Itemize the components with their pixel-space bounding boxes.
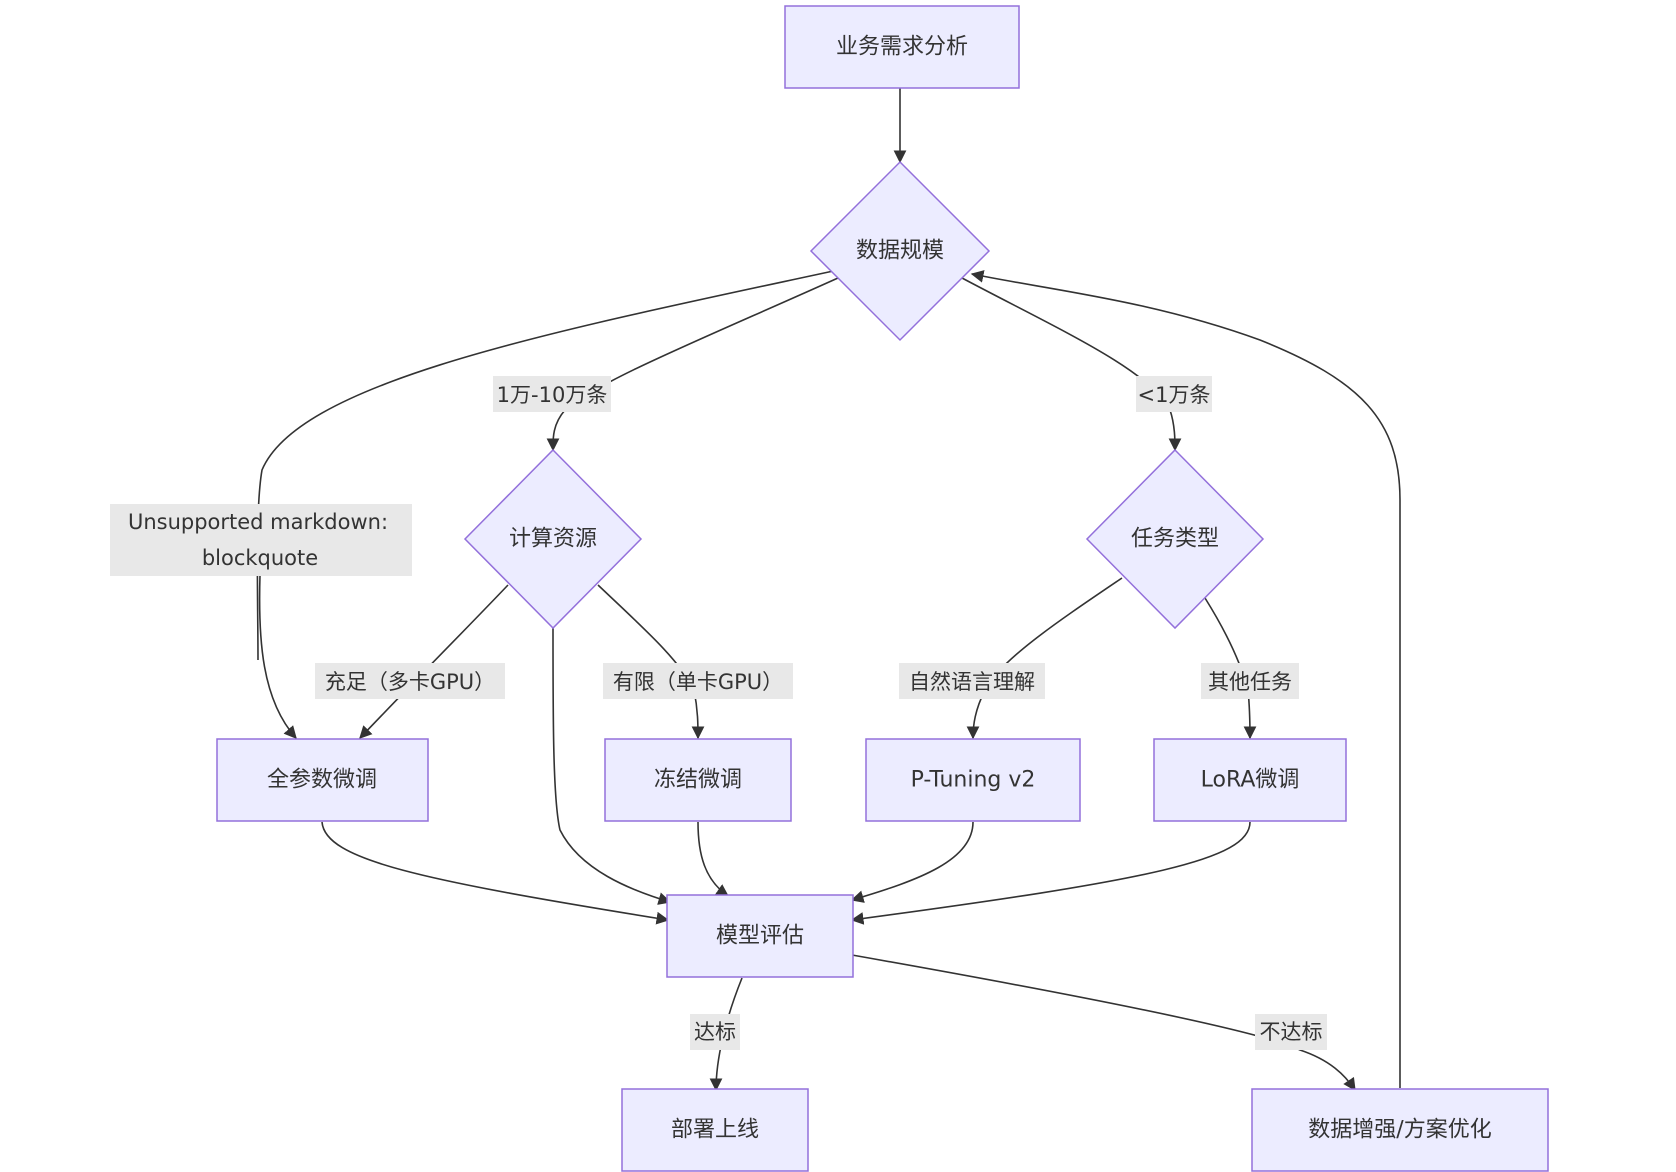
node-unsupported-line1: Unsupported markdown: (128, 510, 388, 534)
node-evaluate: 模型评估 (666, 894, 854, 978)
edge-evaluate-to-augment (851, 954, 1356, 1092)
node-lora: LoRA微调 (1153, 738, 1347, 822)
edge-label-mid-scale: 1万-10万条 (493, 376, 611, 412)
node-full-finetune-label: 全参数微调 (267, 768, 377, 793)
edge-scale-to-compute (546, 277, 839, 452)
node-augment-label: 数据增强/方案优化 (1308, 1118, 1491, 1143)
edge-full-to-evaluate (321, 821, 670, 925)
edge-label-limited-text: 有限（单卡GPU） (613, 670, 783, 694)
edge-freeze-to-evaluate (697, 821, 730, 897)
edge-label-nlu-text: 自然语言理解 (909, 670, 1035, 694)
node-evaluate-label: 模型评估 (716, 924, 804, 949)
edge-lora-to-evaluate (850, 821, 1251, 925)
edge-scale-to-task (961, 277, 1182, 452)
edge-compute-to-evaluate (552, 627, 672, 905)
edge-label-mid-scale-text: 1万-10万条 (497, 383, 608, 407)
node-ptuning-label: P-Tuning v2 (911, 768, 1036, 793)
edges (256, 88, 1401, 1092)
node-freeze-label: 冻结微调 (654, 768, 742, 793)
edge-label-other: 其他任务 (1201, 663, 1299, 699)
node-lora-label: LoRA微调 (1201, 768, 1300, 793)
node-full-finetune: 全参数微调 (216, 738, 429, 822)
node-deploy: 部署上线 (621, 1088, 809, 1172)
edge-task-to-ptuning (966, 577, 1123, 740)
edge-label-other-text: 其他任务 (1208, 670, 1292, 694)
node-augment: 数据增强/方案优化 (1251, 1088, 1549, 1172)
edge-label-fail-text: 不达标 (1260, 1020, 1323, 1044)
node-data-scale: 数据规模 (809, 160, 991, 342)
edge-label-nlu: 自然语言理解 (899, 663, 1045, 699)
edge-unsupported-to-full (258, 574, 297, 739)
edge-compute-to-full (359, 584, 509, 739)
edge-label-sufficient: 充足（多卡GPU） (315, 663, 505, 699)
node-unsupported-line2: blockquote (202, 546, 318, 570)
edge-ptuning-to-evaluate (850, 821, 974, 903)
node-task-type-label: 任务类型 (1131, 527, 1219, 552)
edge-compute-to-freeze (597, 584, 705, 740)
node-analysis: 业务需求分析 (784, 5, 1020, 89)
node-unsupported: Unsupported markdown: blockquote (110, 504, 412, 576)
edge-label-limited: 有限（单卡GPU） (603, 663, 793, 699)
edge-label-pass: 达标 (690, 1014, 740, 1050)
edge-augment-to-scale (970, 270, 1401, 1088)
node-compute: 计算资源 (463, 448, 643, 630)
node-task-type: 任务类型 (1085, 448, 1265, 630)
edge-label-small-scale: <1万条 (1136, 376, 1212, 412)
edge-label-pass-text: 达标 (694, 1020, 736, 1044)
node-analysis-label: 业务需求分析 (836, 35, 968, 60)
node-ptuning: P-Tuning v2 (865, 738, 1081, 822)
node-data-scale-label: 数据规模 (856, 239, 944, 264)
node-freeze: 冻结微调 (604, 738, 792, 822)
edge-label-fail: 不达标 (1255, 1014, 1327, 1050)
node-deploy-label: 部署上线 (671, 1118, 759, 1143)
edge-label-sufficient-text: 充足（多卡GPU） (325, 670, 495, 694)
edge-label-small-scale-text: <1万条 (1138, 383, 1211, 407)
node-compute-label: 计算资源 (509, 527, 597, 552)
